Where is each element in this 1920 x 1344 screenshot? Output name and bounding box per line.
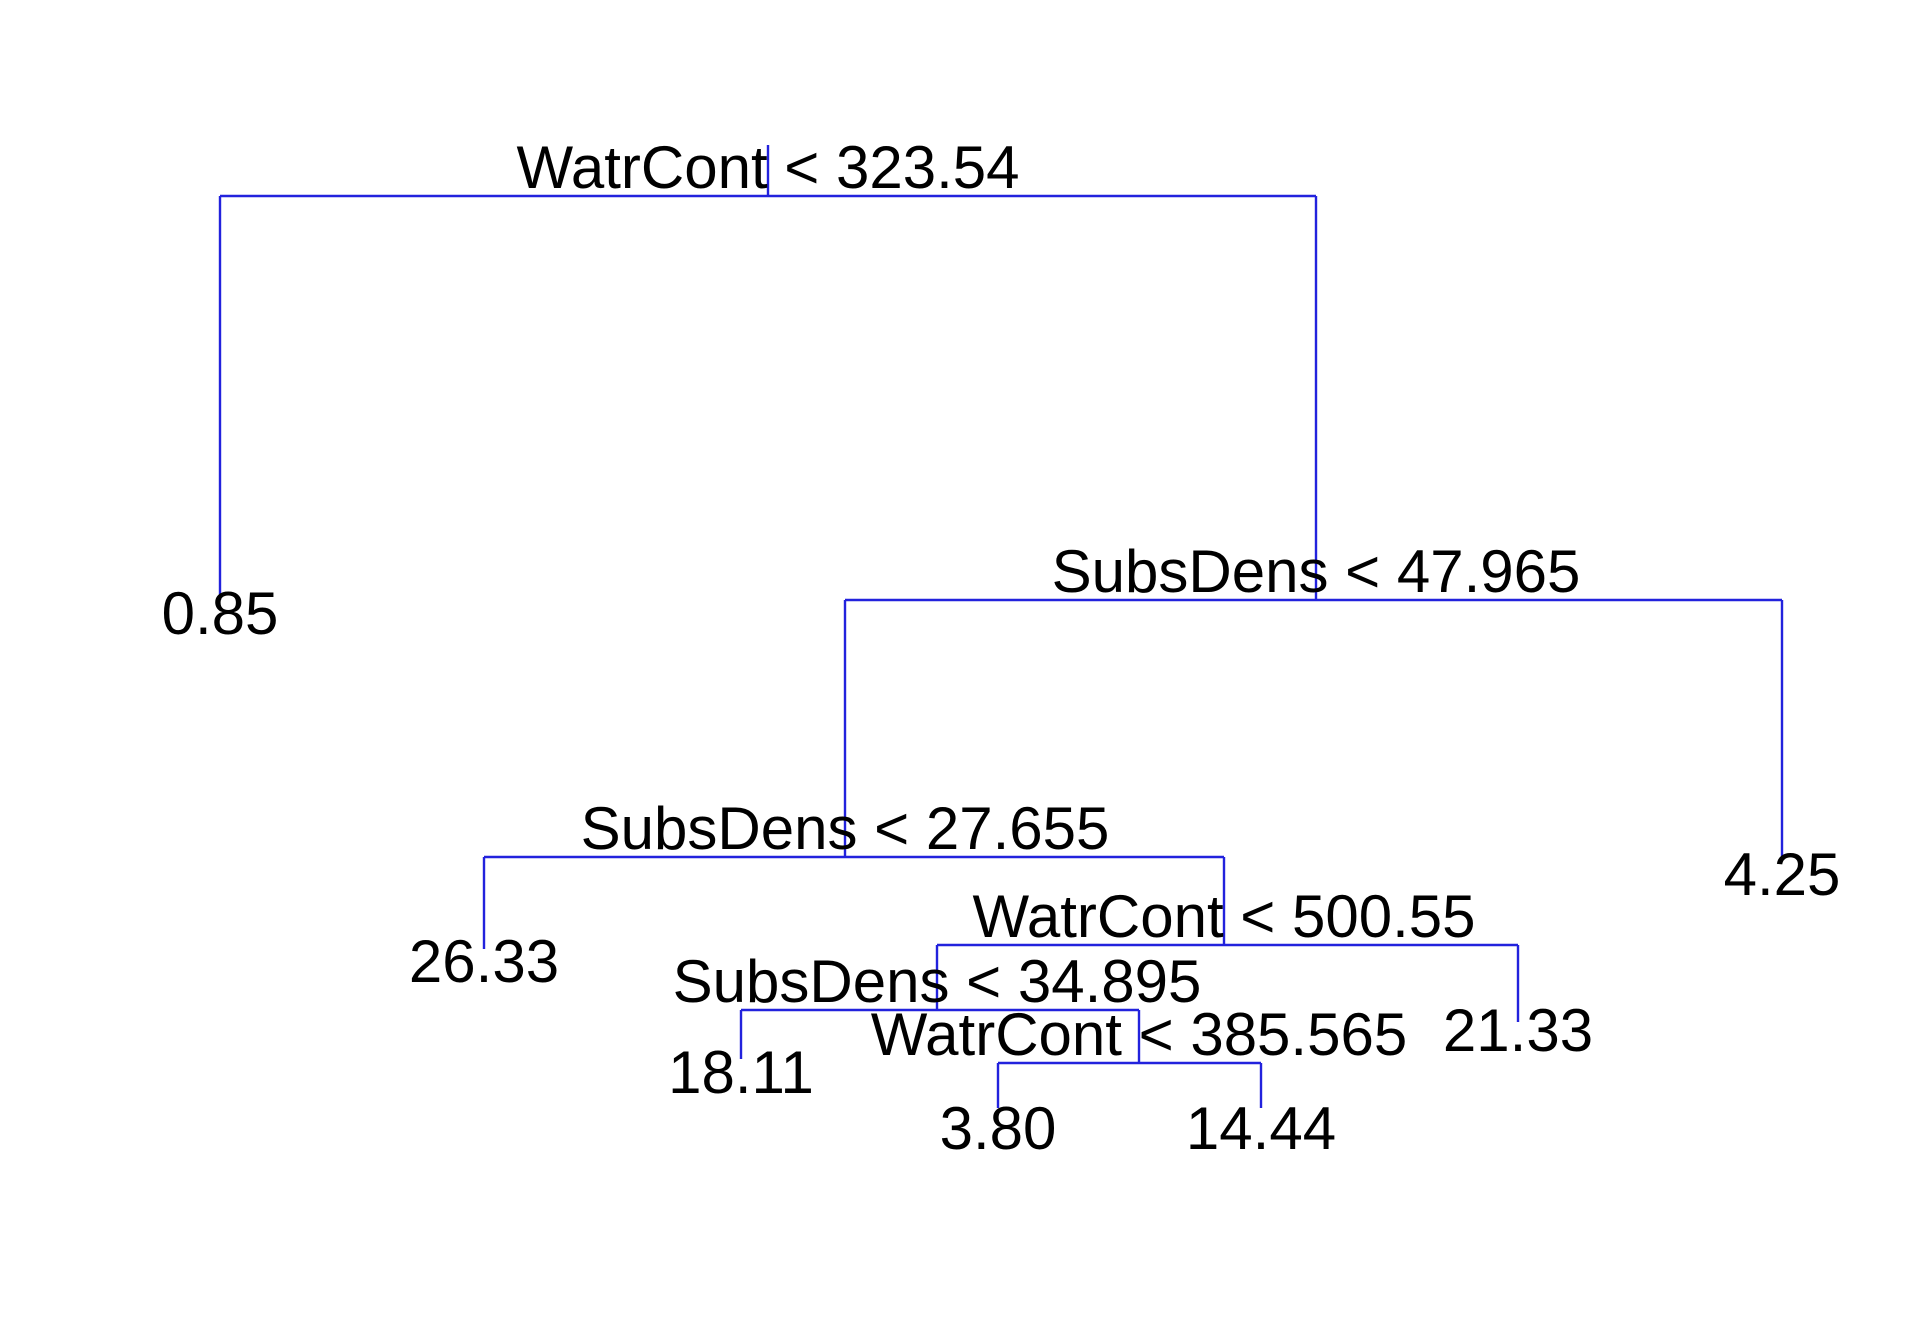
split-label-n5: SubsDens < 34.895 bbox=[673, 948, 1202, 1015]
split-label-n2: SubsDens < 47.965 bbox=[1052, 538, 1581, 605]
leaf-value-l6: 21.33 bbox=[1443, 997, 1593, 1064]
split-label-n4: WatrCont < 500.55 bbox=[972, 883, 1475, 950]
leaf-value-l7: 4.25 bbox=[1724, 841, 1841, 908]
leaf-value-l1: 0.85 bbox=[162, 580, 279, 647]
split-label-n1: WatrCont < 323.54 bbox=[516, 134, 1019, 201]
leaf-value-l4: 3.80 bbox=[940, 1095, 1057, 1162]
leaf-value-l2: 26.33 bbox=[409, 928, 559, 995]
leaf-value-l5: 14.44 bbox=[1186, 1095, 1336, 1162]
leaf-value-l3: 18.11 bbox=[668, 1039, 814, 1106]
split-label-n3: SubsDens < 27.655 bbox=[581, 795, 1110, 862]
split-label-n6: WatrCont < 385.565 bbox=[871, 1001, 1407, 1068]
